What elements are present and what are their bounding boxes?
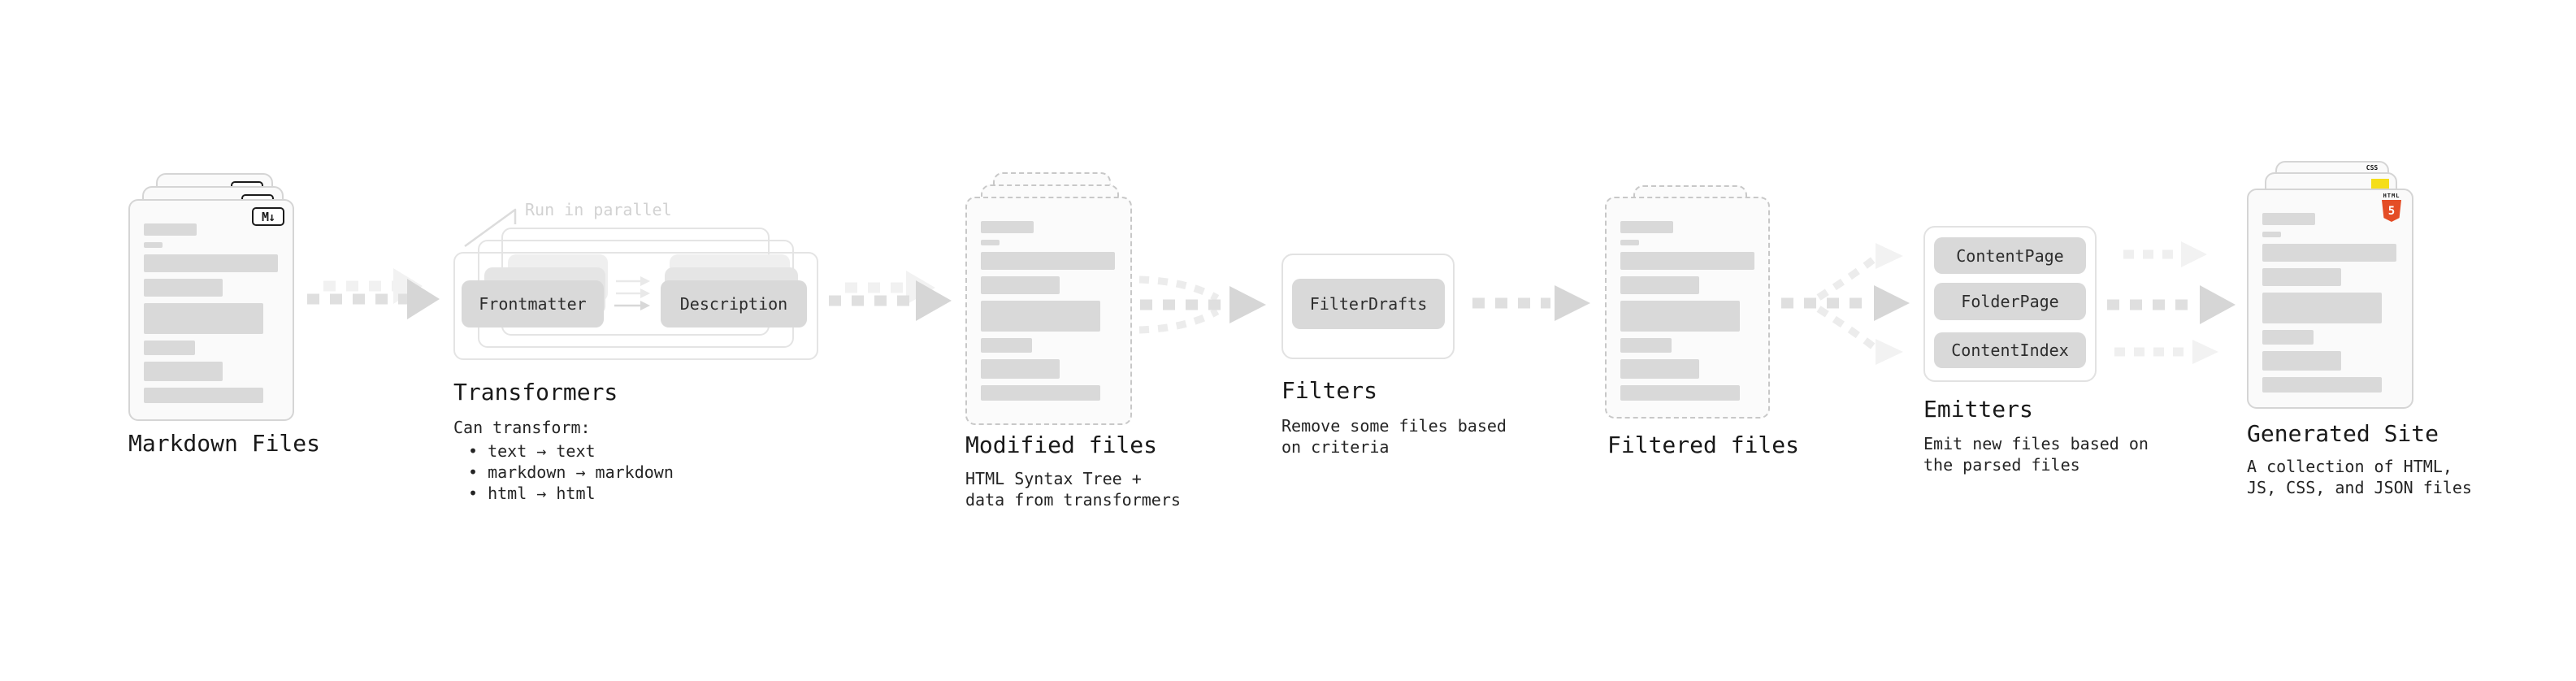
html5-number: 5 (2387, 204, 2396, 218)
text-line-placeholder (144, 303, 263, 334)
parallel-mini-arrows (614, 276, 650, 310)
html5-shield: 5 (2382, 200, 2401, 222)
filters-desc: on criteria (1281, 437, 1390, 457)
text-line-placeholder (1620, 385, 1740, 401)
run-in-parallel-note: Run in parallel (525, 200, 672, 219)
transformers-bullet: • markdown → markdown (468, 462, 674, 482)
text-line-placeholder (1620, 338, 1672, 353)
transformers-title: Transformers (453, 379, 618, 406)
emitters-title: Emitters (1923, 396, 2033, 423)
text-line-placeholder (981, 301, 1100, 332)
generated-site-title: Generated Site (2247, 420, 2439, 447)
text-line-placeholder (1620, 359, 1699, 379)
arrow-emitters-to-generated (2107, 241, 2236, 364)
generated-site-desc: A collection of HTML, (2247, 457, 2452, 476)
transformers-bullet: • text → text (468, 441, 596, 461)
text-line-placeholder (144, 242, 163, 248)
description-pill: Description (661, 280, 807, 327)
text-line-placeholder (2262, 244, 2396, 262)
arrow-modified-to-filters (1138, 275, 1266, 334)
frontmatter-pill: Frontmatter (462, 280, 604, 327)
text-line-placeholder (2262, 268, 2341, 286)
transformers-desc-heading: Can transform: (453, 418, 591, 437)
text-line-placeholder (144, 362, 223, 381)
text-line-placeholder (981, 252, 1115, 270)
text-line-placeholder (144, 279, 223, 297)
text-line-placeholder (144, 254, 278, 272)
text-line-placeholder (1620, 301, 1740, 332)
document-text-placeholder (2262, 213, 2396, 393)
document-text-placeholder (144, 223, 278, 403)
run-in-parallel-leader-line (464, 208, 517, 248)
markdown-files-title: Markdown Files (128, 430, 321, 457)
document-text-placeholder (981, 221, 1115, 401)
text-line-placeholder (981, 221, 1034, 233)
text-line-placeholder (2262, 293, 2382, 323)
text-line-placeholder (981, 385, 1100, 401)
text-line-placeholder (981, 240, 1000, 245)
generated-site-desc: JS, CSS, and JSON files (2247, 478, 2472, 497)
text-line-placeholder (2262, 232, 2281, 237)
text-line-placeholder (1620, 240, 1639, 245)
js-icon (2371, 179, 2389, 189)
text-line-placeholder (981, 359, 1060, 379)
markdown-icon: M↓ (252, 207, 284, 226)
text-line-placeholder (1620, 276, 1699, 294)
text-line-placeholder (981, 338, 1032, 353)
html-file-card: HTML 5 (2247, 189, 2413, 409)
folderpage-pill: FolderPage (1934, 283, 2086, 320)
text-line-placeholder (144, 388, 263, 403)
text-line-placeholder (1620, 252, 1754, 270)
filtered-files-title: Filtered files (1607, 432, 1800, 458)
emitters-desc: Emit new files based on (1923, 434, 2149, 453)
html5-icon: HTML 5 (2380, 193, 2403, 222)
text-line-placeholder (2262, 377, 2382, 393)
modified-files-title: Modified files (965, 432, 1158, 458)
filters-title: Filters (1281, 377, 1378, 404)
modified-files-desc: data from transformers (965, 490, 1181, 510)
markdown-file-card-front: M↓ (128, 199, 294, 421)
transformer-box-front (453, 252, 818, 360)
contentindex-pill: ContentIndex (1934, 332, 2086, 368)
arrow-markdown-to-transformers (307, 268, 440, 319)
modified-file-card-front (965, 197, 1132, 425)
text-line-placeholder (2262, 351, 2341, 371)
document-text-placeholder (1620, 221, 1754, 401)
arrow-filtered-to-emitters (1781, 243, 1910, 365)
filtered-file-card-front (1605, 197, 1770, 419)
text-line-placeholder (981, 276, 1060, 294)
text-line-placeholder (2262, 213, 2315, 225)
filterdrafts-pill: FilterDrafts (1292, 279, 1445, 329)
transformers-bullet: • html → html (468, 484, 596, 503)
emitters-desc: the parsed files (1923, 455, 2080, 475)
filters-desc: Remove some files based (1281, 416, 1507, 436)
arrow-transformers-to-modified (829, 271, 952, 321)
text-line-placeholder (144, 340, 195, 355)
modified-files-desc: HTML Syntax Tree + (965, 469, 1142, 488)
text-line-placeholder (144, 223, 197, 236)
css-icon-label: CSS (2366, 164, 2379, 171)
text-line-placeholder (2262, 330, 2314, 345)
html5-icon-label: HTML (2383, 193, 2400, 199)
text-line-placeholder (1620, 221, 1673, 233)
arrow-filters-to-filtered (1472, 285, 1590, 321)
contentpage-pill: ContentPage (1934, 237, 2086, 274)
